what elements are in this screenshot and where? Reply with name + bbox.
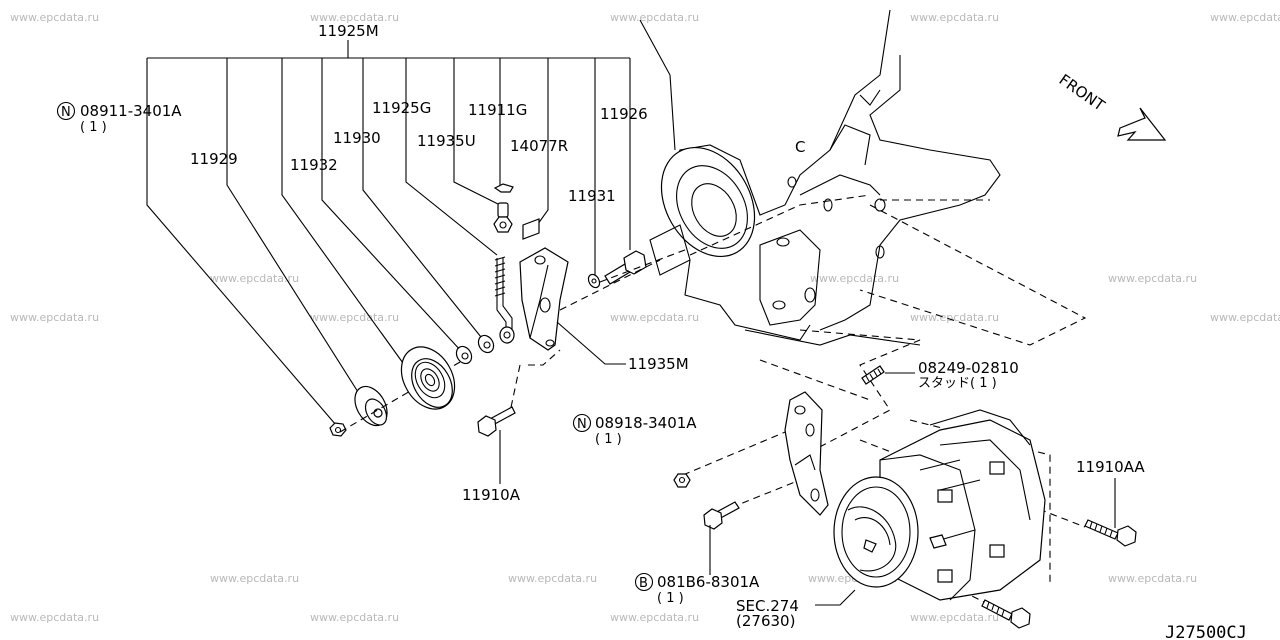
idler-bracket: [519, 247, 569, 351]
watermark: www.epcdata.ru: [210, 572, 299, 585]
front-arrow: FRONT: [1056, 71, 1167, 141]
label-08918-3401a: 08918-3401A: [595, 414, 697, 432]
c-mark: C: [795, 138, 805, 156]
label-08918-qty: ( 1 ): [595, 432, 622, 447]
watermark: www.epcdata.ru: [310, 11, 399, 24]
watermark: www.epcdata.ru: [910, 11, 999, 24]
label-11926: 11926: [600, 105, 648, 123]
label-sec-274: SEC.274: [736, 597, 799, 615]
label-27630: (27630): [736, 612, 795, 630]
watermark: www.epcdata.ru: [10, 311, 99, 324]
spacer: [455, 345, 473, 365]
label-11931: 11931: [568, 187, 616, 205]
label-stud-desc: スタッド( 1 ): [918, 376, 997, 391]
front-label: FRONT: [1056, 71, 1109, 116]
nut: [329, 422, 347, 437]
idler-pulley-parts: [329, 183, 691, 437]
callout-leaders: [146, 40, 631, 426]
lock-bolt: [493, 202, 513, 233]
watermarks: www.epcdata.ru www.epcdata.ru www.epcdat…: [10, 11, 1280, 624]
engine-block: C: [639, 9, 1001, 346]
watermark: www.epcdata.ru: [910, 311, 999, 324]
watermark: www.epcdata.ru: [310, 611, 399, 624]
label-11929: 11929: [190, 150, 238, 168]
watermark: www.epcdata.ru: [610, 611, 699, 624]
clip: [493, 183, 514, 193]
label-11925g: 11925G: [372, 99, 431, 117]
bolt-11926: [604, 250, 647, 285]
n-symbol: N: [61, 105, 71, 120]
diagram-code: J27500CJ: [1165, 623, 1247, 640]
label-081b6-8301a: 081B6-8301A: [657, 573, 760, 591]
label-08249-02810: 08249-02810: [918, 359, 1019, 377]
bolt-11910a: [477, 406, 516, 437]
watermark: www.epcdata.ru: [210, 272, 299, 285]
watermark: www.epcdata.ru: [910, 611, 999, 624]
label-11911g: 11911G: [468, 101, 527, 119]
label-14077r: 14077R: [510, 137, 568, 155]
label-11925m: 11925M: [318, 22, 379, 40]
collar: [477, 334, 495, 354]
watermark: www.epcdata.ru: [10, 611, 99, 624]
nut-08918: [673, 473, 691, 488]
bolt-compressor-lower: [981, 599, 1031, 629]
n-symbol-2: N: [577, 417, 587, 432]
idler-pulley: [400, 346, 456, 410]
washer-11931: [587, 273, 601, 289]
watermark: www.epcdata.ru: [1108, 572, 1197, 585]
watermark: www.epcdata.ru: [508, 572, 597, 585]
label-11910aa: 11910AA: [1076, 458, 1145, 476]
ac-compressor: [833, 409, 1046, 601]
compressor-bracket: [784, 391, 829, 516]
watermark: www.epcdata.ru: [810, 272, 899, 285]
watermark: www.epcdata.ru: [310, 311, 399, 324]
adjusting-bolt: [494, 256, 515, 344]
label-11935u: 11935U: [417, 132, 476, 150]
watermark: www.epcdata.ru: [610, 11, 699, 24]
stud: [861, 365, 885, 385]
bolt-081b6: [703, 501, 740, 530]
washer: [354, 385, 388, 427]
watermark: www.epcdata.ru: [1210, 11, 1280, 24]
watermark: www.epcdata.ru: [1210, 311, 1280, 324]
label-11935m: 11935M: [628, 355, 689, 373]
label-08911-qty: ( 1 ): [80, 120, 107, 135]
label-11932: 11932: [290, 156, 338, 174]
label-081b6-qty: ( 1 ): [657, 591, 684, 606]
labels: 11925M N 08911-3401A ( 1 ) 11929 11932 1…: [56, 22, 1247, 640]
label-08911-3401a: 08911-3401A: [80, 102, 182, 120]
b-symbol: B: [639, 576, 648, 591]
label-11930: 11930: [333, 129, 381, 147]
watermark: www.epcdata.ru: [1108, 272, 1197, 285]
bolt-11910aa: [1084, 519, 1137, 547]
label-11910a: 11910A: [462, 486, 521, 504]
watermark: www.epcdata.ru: [610, 311, 699, 324]
small-bracket: [522, 218, 540, 240]
watermark: www.epcdata.ru: [10, 11, 99, 24]
